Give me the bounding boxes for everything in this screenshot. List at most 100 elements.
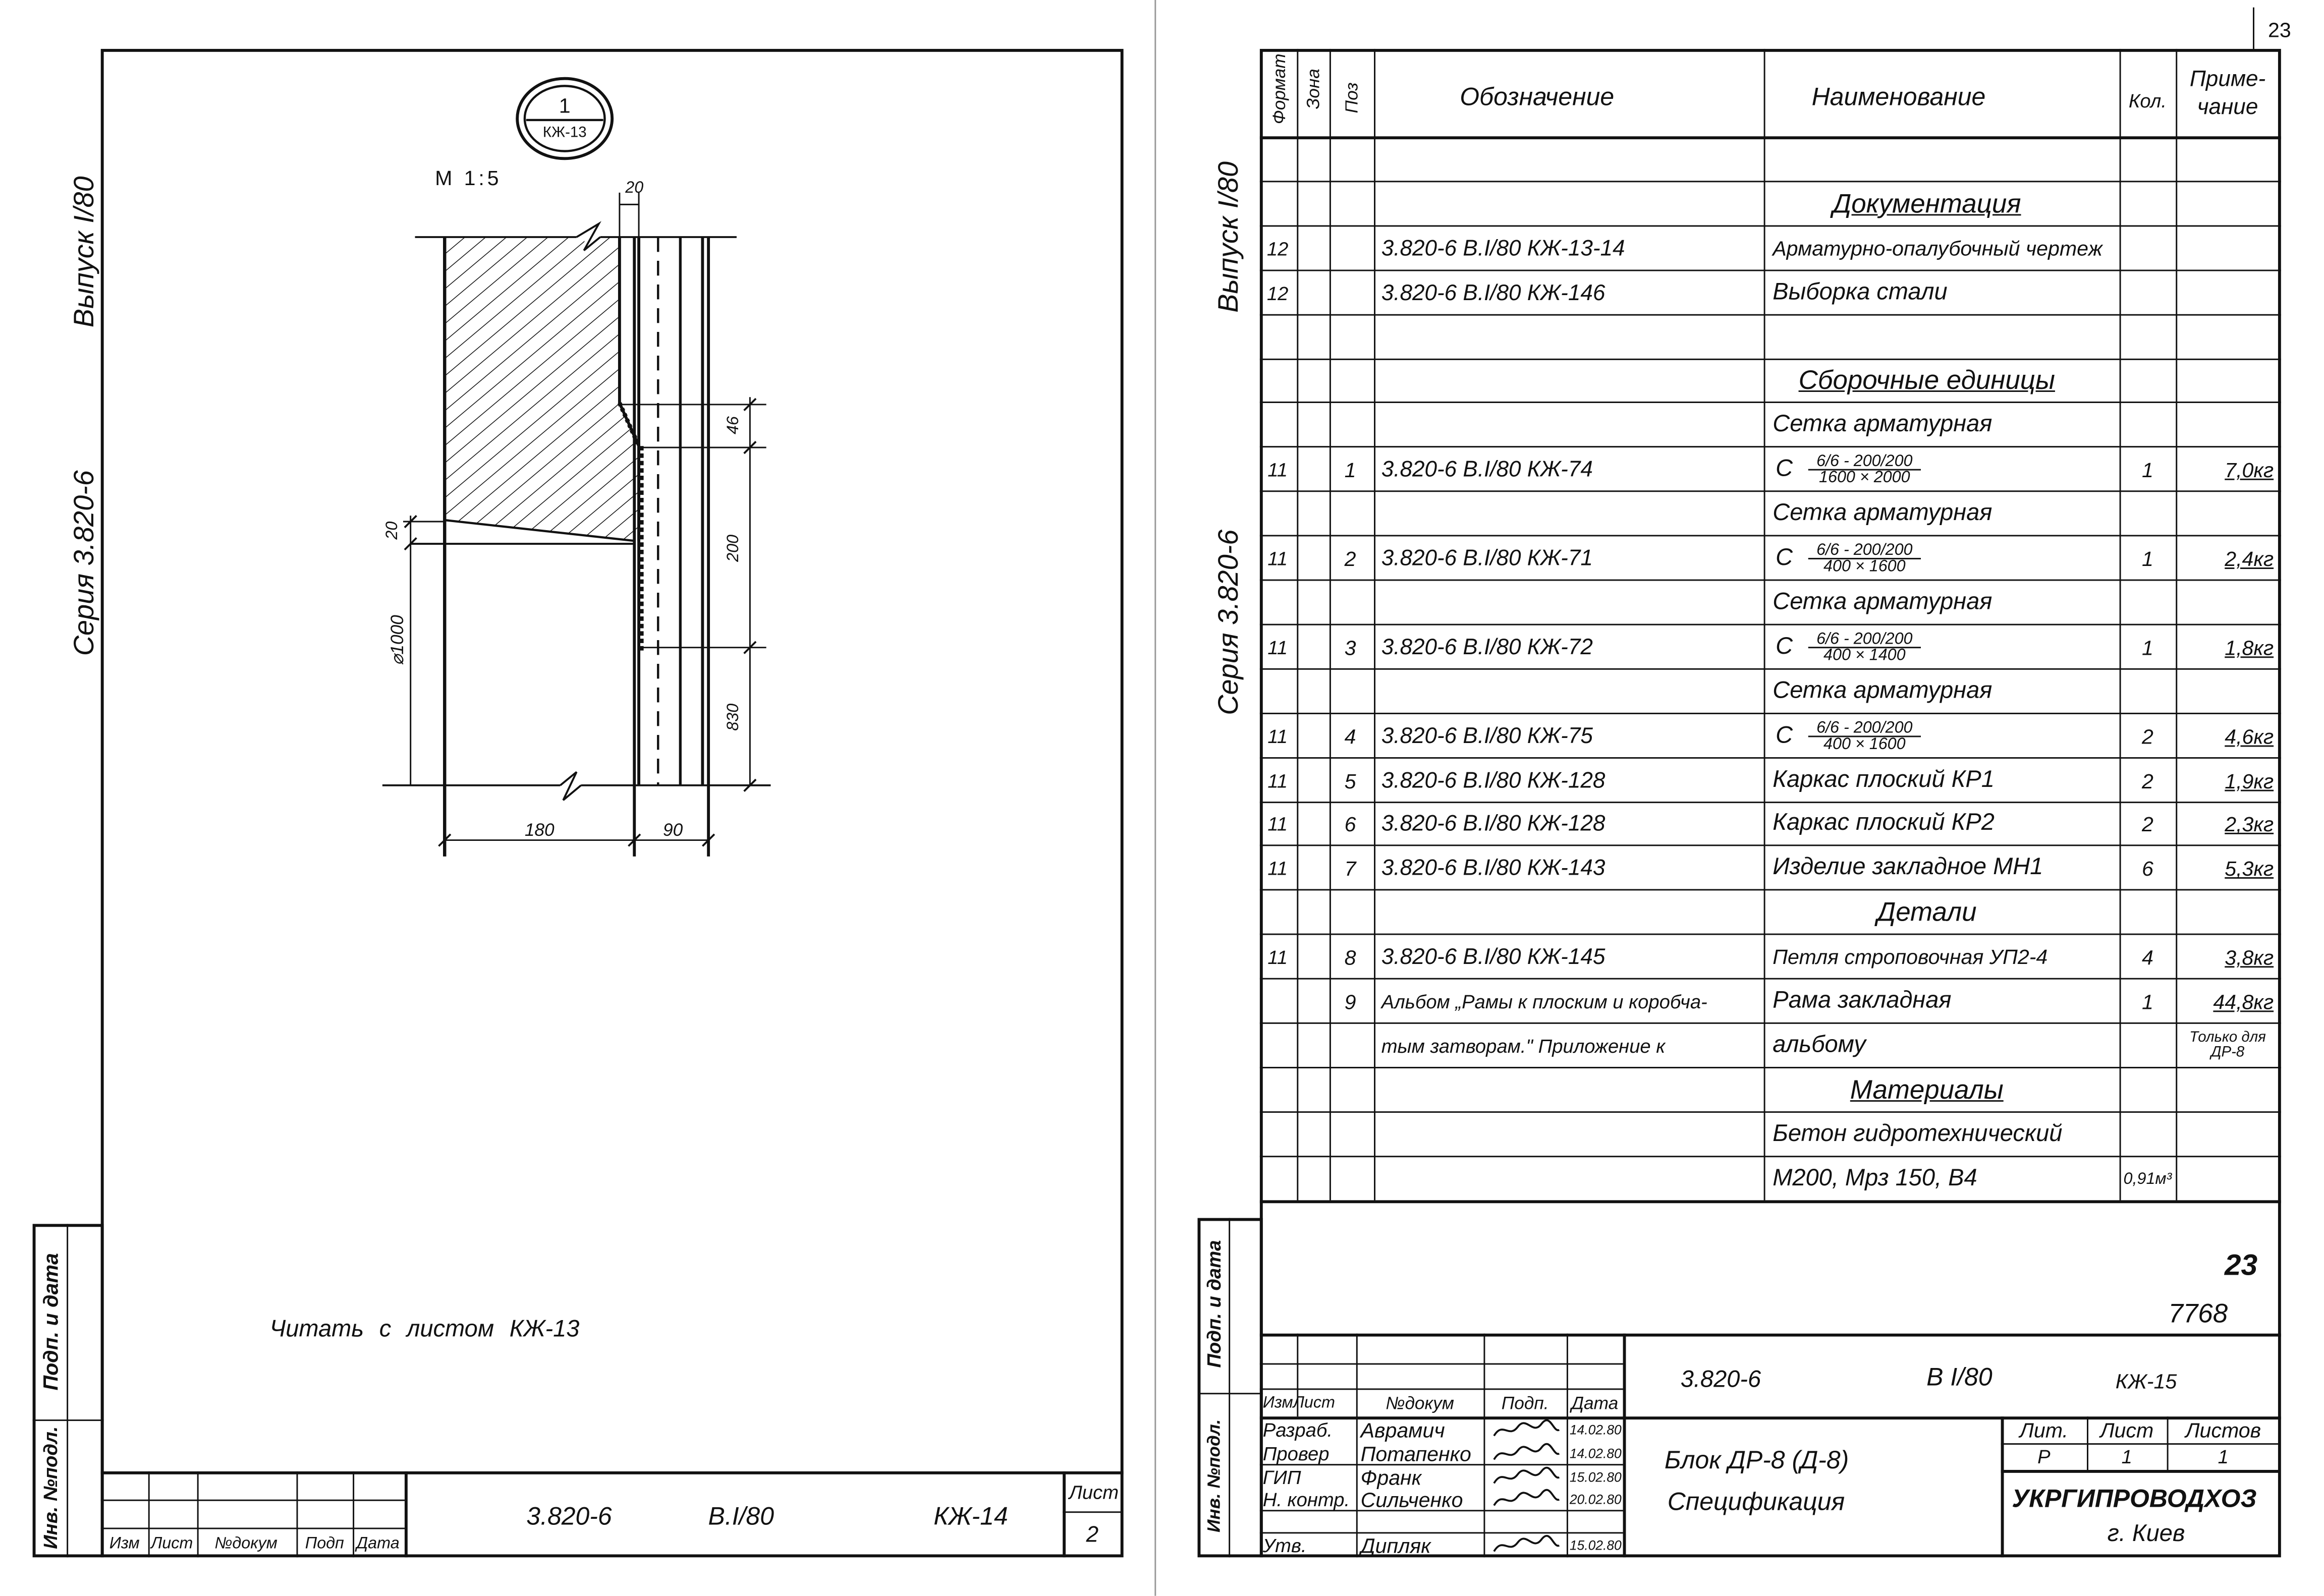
tb-issue: В.I/80 <box>708 1502 774 1531</box>
cell-pos: 2 <box>1344 547 1356 571</box>
row-divider <box>1259 490 2281 492</box>
cell-note: 1,8кг <box>2225 635 2274 659</box>
divider <box>100 1527 405 1529</box>
cell-pos: 7 <box>1344 857 1356 881</box>
cell-name: Сетка арматурная <box>1773 412 1993 438</box>
page-number: 23 <box>2267 18 2291 42</box>
cell-note: 7,0кг <box>2225 458 2274 482</box>
cell-qty: 1 <box>2141 458 2153 482</box>
section-sheet: КЖ-13 <box>542 125 587 142</box>
cell-format: 11 <box>1267 547 1288 570</box>
stamp-inv-no: Инв. №подл. <box>1203 1419 1225 1533</box>
side-label-issue: Выпуск I/80 <box>1213 161 1245 313</box>
cell-format: 12 <box>1266 281 1289 304</box>
cell-note: 1,9кг <box>2225 768 2274 792</box>
left-sheet-frame <box>100 48 1124 1558</box>
section-heading: Сборочные единицы <box>1798 366 2055 396</box>
cell-name: Изделие закладное МН1 <box>1773 855 2043 881</box>
spread-fold-line <box>1154 0 1156 1596</box>
cell-name: Каркас плоский КР2 <box>1773 811 1995 837</box>
header-designation: Обозначение <box>1460 83 1615 111</box>
tb-organization: УКРГИПРОВОДХОЗ <box>2012 1485 2257 1513</box>
row-divider <box>1259 668 2281 670</box>
signer-name: Сильченко <box>1360 1488 1463 1512</box>
section-marker <box>516 77 614 160</box>
cell-designation: 3.820-6 В.I/80 КЖ-146 <box>1381 280 1606 306</box>
divider <box>197 1471 199 1558</box>
cell-name: Бетон гидротехнический <box>1773 1121 2063 1147</box>
divider <box>1063 1471 1066 1558</box>
tb-header-doc: №докум <box>1386 1393 1454 1414</box>
tb-sheets: 1 <box>2218 1445 2229 1468</box>
row-divider <box>1259 446 2281 448</box>
cell-pos: 4 <box>1344 724 1356 748</box>
section-heading: Документация <box>1832 189 2021 218</box>
read-with-note: Читать с листом КЖ-13 <box>269 1317 580 1343</box>
cell-note: 5,3кг <box>2225 857 2274 881</box>
cell-qty: 2 <box>2141 768 2153 792</box>
cell-designation: 3.820-6 В.I/80 КЖ-74 <box>1381 457 1593 483</box>
dim-diameter: ⌀1000 <box>386 615 408 665</box>
cell-note: 3,8кг <box>2225 945 2274 970</box>
divider <box>353 1471 355 1558</box>
tb-sheets-label: Листов <box>2185 1418 2261 1442</box>
tb-header-list: Лист <box>1293 1394 1335 1412</box>
divider <box>1566 1333 1568 1558</box>
handwritten-signature <box>1493 1489 1560 1506</box>
divider <box>2087 1416 2088 1470</box>
fraction-denominator: 400 × 1600 <box>1823 558 1906 576</box>
signer-date: 14.02.80 <box>1569 1446 1622 1461</box>
cell-designation: 3.820-6 В.I/80 КЖ-128 <box>1381 812 1606 837</box>
scale-label: М 1:5 <box>435 166 502 190</box>
header-qty: Кол. <box>2128 89 2167 112</box>
row-divider <box>1259 801 2281 803</box>
tb-series: 3.820-6 <box>526 1502 612 1531</box>
cell-qty: 1 <box>2141 547 2153 571</box>
archive-number: 7768 <box>2168 1298 2228 1329</box>
cell-format: 11 <box>1267 946 1288 969</box>
cell-format: 12 <box>1266 237 1289 260</box>
cell-format: 11 <box>1267 813 1288 836</box>
cell-designation: Альбом „Рамы к плоским и коробча- <box>1381 990 1707 1013</box>
tb-header-izm: Изм <box>109 1535 140 1553</box>
tb-series: 3.820-6 <box>1680 1367 1761 1393</box>
cell-format: 11 <box>1267 636 1288 659</box>
signer-role: Утв. <box>1262 1534 1307 1557</box>
cell-format: 11 <box>1267 724 1288 747</box>
cell-format: 11 <box>1267 858 1288 880</box>
tb-sheet-label: Лист <box>2100 1418 2154 1442</box>
signer-date: 15.02.80 <box>1569 1538 1622 1553</box>
divider <box>32 1419 104 1421</box>
row-divider <box>1259 1066 2281 1068</box>
fraction-denominator: 1600 × 2000 <box>1819 469 1910 487</box>
header-name: Наименование <box>1811 83 1986 111</box>
divider <box>2167 1416 2169 1470</box>
row-divider <box>1259 978 2281 980</box>
cell-name: М200, Мрз 150, В4 <box>1773 1165 1977 1191</box>
row-divider <box>1259 535 2281 537</box>
signer-name: Потапенко <box>1360 1442 1471 1466</box>
divider <box>1259 1333 2281 1337</box>
divider <box>1623 1333 1626 1558</box>
fraction-numerator: 6/6 - 200/200 <box>1807 720 1922 737</box>
cell-designation: 3.820-6 В.I/80 КЖ-71 <box>1381 546 1593 572</box>
cell-qty: 2 <box>2141 813 2153 837</box>
tb-code: КЖ-14 <box>933 1502 1008 1531</box>
tb-title-line1: Блок ДР-8 (Д-8) <box>1664 1446 1849 1474</box>
cell-pos: 6 <box>1344 813 1356 837</box>
section-heading: Детали <box>1876 897 1977 928</box>
row-divider <box>1259 181 2281 182</box>
divider <box>148 1471 150 1558</box>
concrete-hatch <box>445 226 639 541</box>
divider <box>1356 1333 1358 1558</box>
cell-format: 11 <box>1267 459 1288 481</box>
dim-90: 90 <box>663 819 683 840</box>
cell-qty: 2 <box>2141 724 2153 748</box>
signer-name: Франк <box>1360 1465 1422 1490</box>
cell-note: 2,3кг <box>2225 813 2274 837</box>
signer-role: Провер <box>1262 1442 1330 1465</box>
